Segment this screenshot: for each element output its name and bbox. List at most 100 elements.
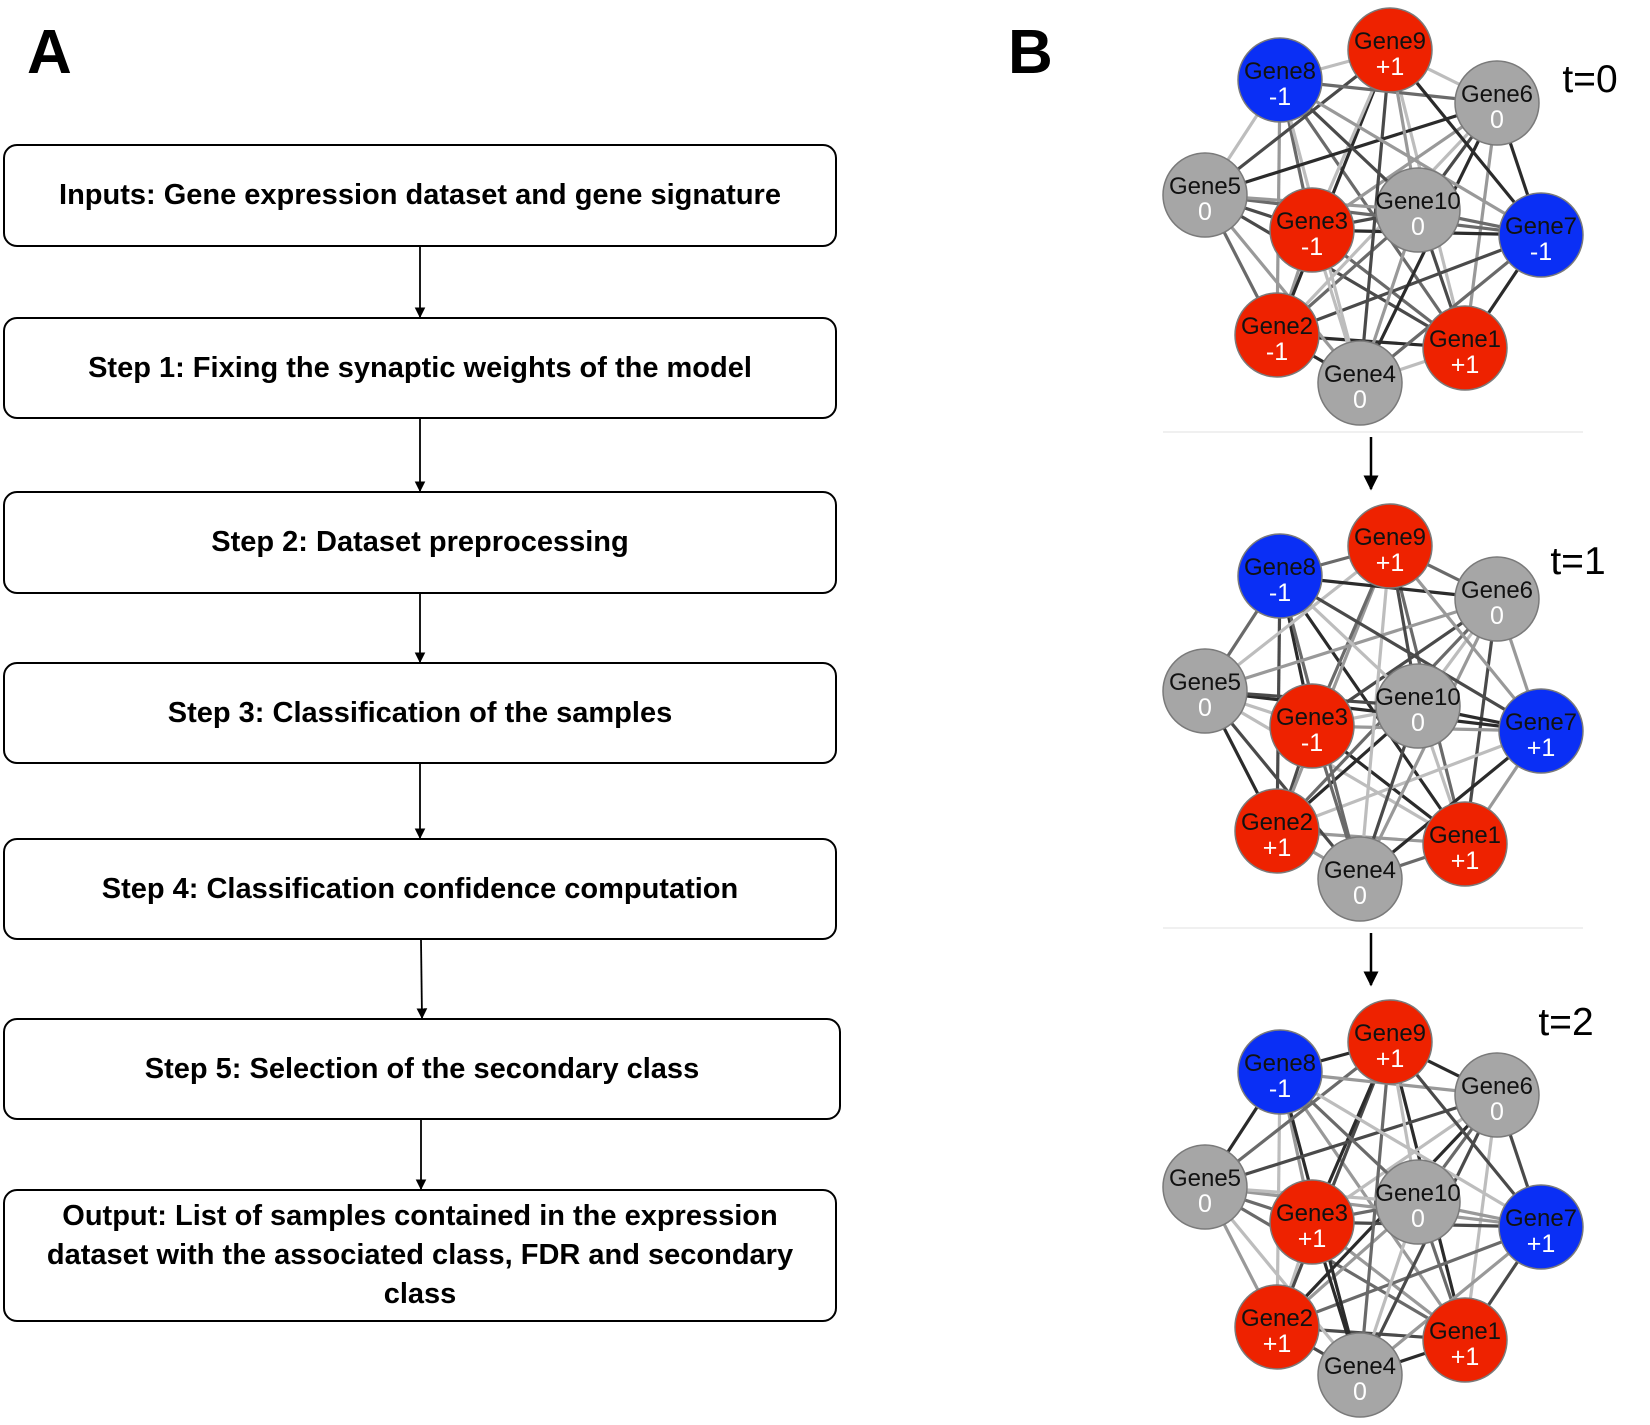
node-label: Gene7 (1505, 1205, 1577, 1232)
node-gene7: Gene7-1 (1498, 192, 1584, 278)
node-state-value: -1 (1301, 233, 1323, 261)
panel-a-letter: A (27, 18, 72, 87)
output-box: Output: List of samples contained in the… (3, 1189, 837, 1322)
node-state-value: -1 (1269, 1075, 1291, 1103)
network-state-0: Gene1+1Gene2-1Gene3-1Gene40Gene50Gene60G… (1162, 7, 1584, 426)
step-4-box: Step 4: Classification confidence comput… (3, 838, 837, 940)
network-state-1: Gene1+1Gene2+1Gene3-1Gene40Gene50Gene60G… (1162, 503, 1584, 922)
node-label: Gene1 (1429, 326, 1501, 353)
edge-gene2-gene9 (1275, 1041, 1392, 1328)
node-circle (1234, 292, 1320, 378)
edge-gene2-gene9 (1275, 49, 1392, 336)
node-label: Gene9 (1354, 28, 1426, 55)
node-gene2: Gene2-1 (1234, 292, 1320, 378)
node-label: Gene8 (1244, 1050, 1316, 1077)
node-label: Gene6 (1461, 1073, 1533, 1100)
edge-gene1-gene5 (1204, 193, 1466, 350)
node-state-value: +1 (1263, 1330, 1292, 1358)
node-state-value: 0 (1353, 1378, 1367, 1406)
node-circle (1237, 1029, 1323, 1115)
edge-gene1-gene5 (1204, 1185, 1466, 1342)
node-label: Gene10 (1375, 188, 1460, 215)
node-circle (1375, 663, 1461, 749)
node-circle (1422, 1297, 1508, 1383)
node-circle (1237, 533, 1323, 619)
time-step-label: t=0 (1562, 58, 1617, 101)
node-state-value: -1 (1266, 338, 1288, 366)
node-circle (1347, 503, 1433, 589)
node-circle (1234, 1284, 1320, 1370)
node-state-value: +1 (1376, 53, 1405, 81)
node-circle (1162, 648, 1248, 734)
node-label: Gene10 (1375, 684, 1460, 711)
edge-gene5-gene7 (1204, 193, 1542, 237)
node-state-value: 0 (1198, 694, 1212, 722)
node-gene1: Gene1+1 (1422, 801, 1508, 887)
node-state-value: 0 (1490, 106, 1504, 134)
node-label: Gene5 (1169, 1165, 1241, 1192)
edge-gene7-gene8 (1279, 574, 1542, 733)
node-state-value: +1 (1451, 1343, 1480, 1371)
time-step-label: t=2 (1538, 1001, 1593, 1044)
node-label: Gene8 (1244, 58, 1316, 85)
node-gene8: Gene8-1 (1237, 533, 1323, 619)
node-circle (1454, 1052, 1540, 1138)
node-label: Gene9 (1354, 1020, 1426, 1047)
node-state-value: 0 (1411, 1205, 1425, 1233)
node-label: Gene1 (1429, 1318, 1501, 1345)
node-circle (1269, 683, 1355, 769)
node-label: Gene6 (1461, 577, 1533, 604)
panel-b-letter: B (1008, 18, 1053, 87)
node-circle (1317, 1332, 1403, 1418)
node-label: Gene1 (1429, 822, 1501, 849)
node-state-value: 0 (1411, 709, 1425, 737)
step-1-box: Step 1: Fixing the synaptic weights of t… (3, 317, 837, 419)
node-circle (1422, 801, 1508, 887)
step-2-box: Step 2: Dataset preprocessing (3, 491, 837, 594)
step-5-box: Step 5: Selection of the secondary class (3, 1018, 841, 1120)
node-gene8: Gene8-1 (1237, 1029, 1323, 1115)
node-circle (1347, 7, 1433, 93)
node-circle (1498, 1184, 1584, 1270)
node-state-value: -1 (1530, 238, 1552, 266)
node-label: Gene10 (1375, 1180, 1460, 1207)
node-state-value: 0 (1198, 198, 1212, 226)
node-circle (1422, 305, 1508, 391)
node-label: Gene3 (1276, 208, 1348, 235)
node-label: Gene3 (1276, 704, 1348, 731)
node-label: Gene6 (1461, 81, 1533, 108)
node-gene3: Gene3-1 (1269, 187, 1355, 273)
node-label: Gene7 (1505, 213, 1577, 240)
node-circle (1498, 688, 1584, 774)
node-label: Gene2 (1241, 809, 1313, 836)
node-gene2: Gene2+1 (1234, 788, 1320, 874)
node-state-value: 0 (1490, 602, 1504, 630)
node-label: Gene7 (1505, 709, 1577, 736)
node-gene8: Gene8-1 (1237, 37, 1323, 123)
node-circle (1237, 37, 1323, 123)
node-gene2: Gene2+1 (1234, 1284, 1320, 1370)
node-circle (1269, 1179, 1355, 1265)
node-state-value: +1 (1451, 847, 1480, 875)
node-label: Gene9 (1354, 524, 1426, 551)
node-label: Gene2 (1241, 313, 1313, 340)
node-label: Gene8 (1244, 554, 1316, 581)
node-state-value: +1 (1376, 1045, 1405, 1073)
time-step-label: t=1 (1550, 540, 1605, 583)
node-circle (1162, 1144, 1248, 1230)
node-label: Gene2 (1241, 1305, 1313, 1332)
edge-gene7-gene8 (1279, 1070, 1542, 1229)
edge-gene1-gene5 (1204, 689, 1466, 846)
edge-gene5-gene7 (1204, 1185, 1542, 1229)
node-state-value: +1 (1263, 834, 1292, 862)
node-gene9: Gene9+1 (1347, 7, 1433, 93)
node-state-value: +1 (1527, 1230, 1556, 1258)
node-circle (1454, 556, 1540, 642)
node-circle (1498, 192, 1584, 278)
